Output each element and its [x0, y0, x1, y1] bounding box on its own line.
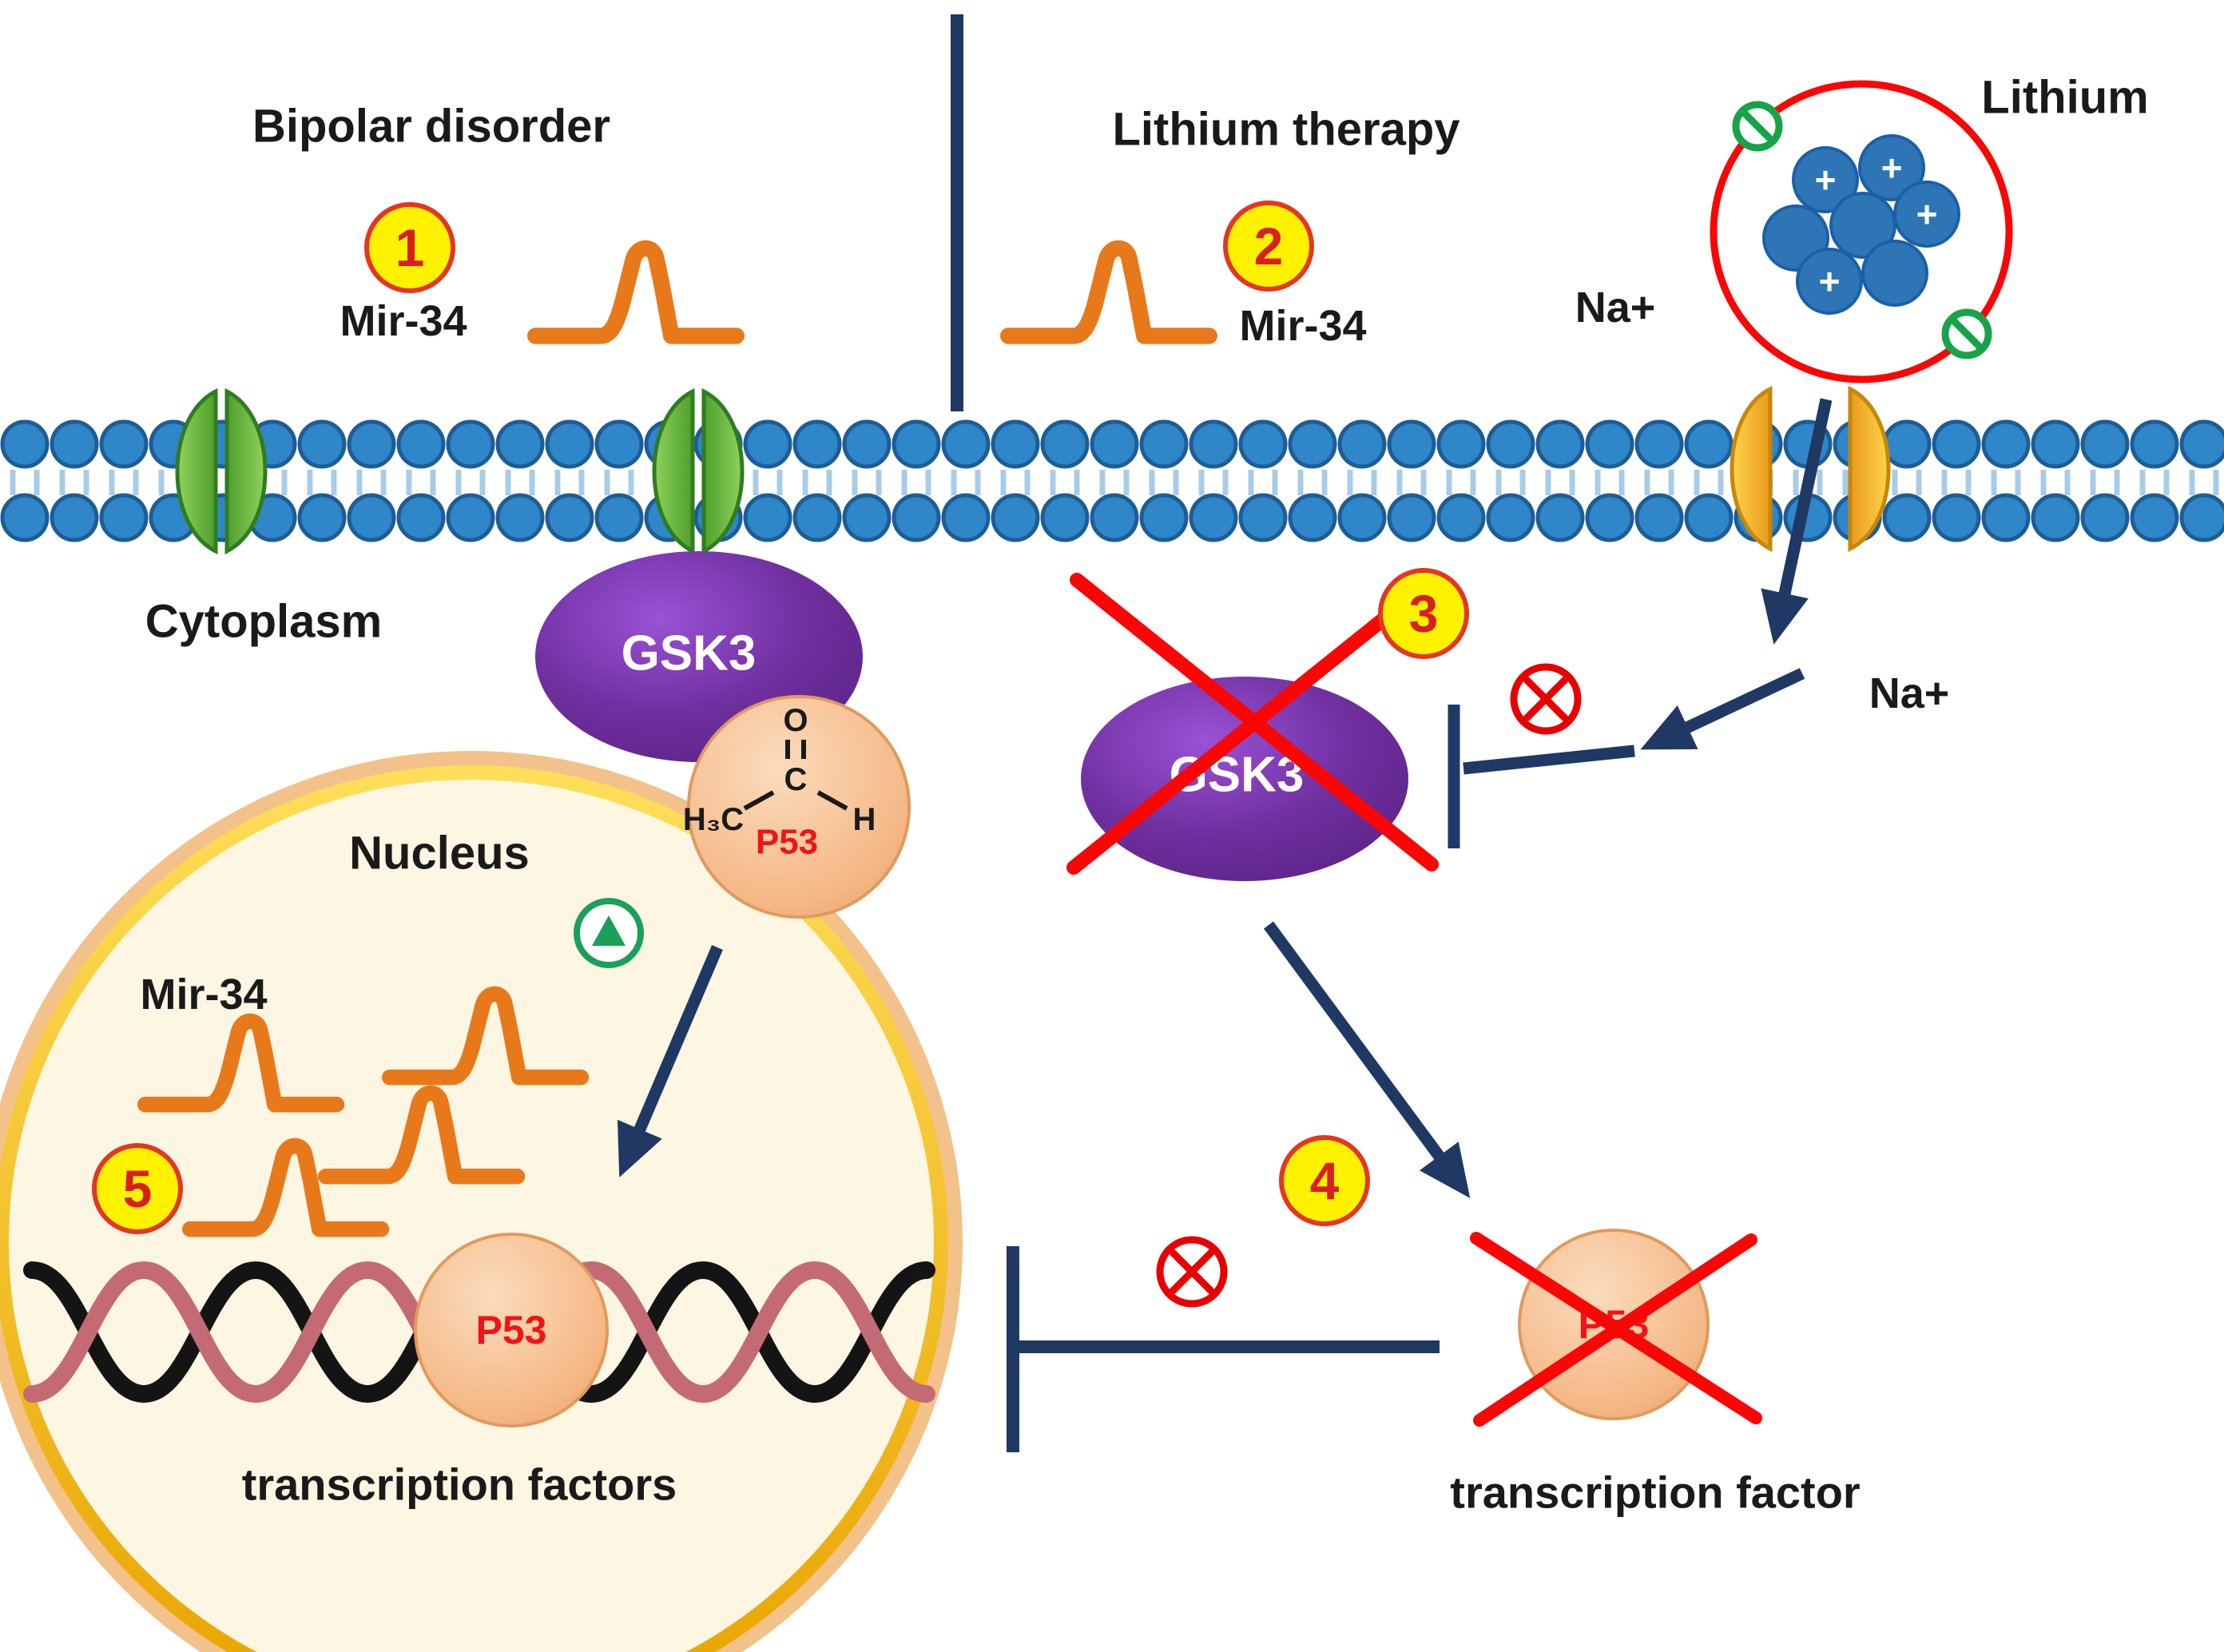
na-top-label: Na+	[1575, 284, 1656, 332]
transcription-factor-caption: transcription factor	[1450, 1467, 1860, 1518]
phospho-p53-complex: O C H₃C H P53	[683, 695, 911, 919]
atom-c: C	[784, 762, 808, 797]
plus-symbol: +	[1916, 193, 1938, 235]
tf-blocked: P53 transcription factor	[1450, 1229, 1861, 1518]
mir34-hairpin-icon	[535, 248, 737, 336]
na-lower-label: Na+	[1869, 669, 1950, 717]
step-badge-4: 4	[1281, 1138, 1368, 1224]
increase-icon	[574, 898, 644, 968]
bipolar-title: Bipolar disorder	[252, 101, 610, 153]
step-number: 2	[1254, 216, 1284, 276]
step-number: 4	[1310, 1151, 1340, 1210]
lithium-ion-cluster: Na+ Lithium + + + +	[1575, 72, 2149, 383]
therapy-title: Lithium therapy	[1112, 104, 1460, 156]
nucleus-gold-ring	[0, 765, 948, 1652]
step-badge-1: 1	[367, 205, 453, 291]
p53-on-dna: P53	[414, 1233, 609, 1428]
transcription-factors-caption: transcription factors	[242, 1459, 677, 1510]
step-number: 1	[395, 218, 425, 277]
lithium-circle	[1710, 80, 2013, 383]
atom-h: H	[853, 802, 876, 837]
step-badge-2: 2	[1225, 203, 1312, 289]
nucleus: Nucleus Mir-34 5 P53 transcription facto…	[0, 751, 963, 1652]
single-bond	[816, 790, 848, 811]
plus-symbol: +	[1819, 260, 1841, 302]
single-bond	[743, 790, 775, 811]
bipolar-disorder-section: Bipolar disorder 1 Mir-34	[252, 101, 737, 345]
gsk3-label: GSK3	[622, 626, 757, 681]
bipolar-mir34-label: Mir-34	[340, 297, 467, 345]
nucleus-mir34-label: Mir-34	[140, 971, 267, 1019]
no-entry-icon	[1736, 105, 1779, 148]
step-number: 3	[1409, 584, 1439, 643]
nucleus-outer-ring	[0, 751, 963, 1652]
plus-symbol: +	[1815, 159, 1837, 201]
no-entry-icon	[1945, 312, 1988, 355]
p53-label: P53	[756, 823, 818, 862]
red-cross-line	[1066, 576, 1436, 875]
gsk3-blocked: GSK3	[1066, 573, 1439, 881]
lipid-bilayer-membrane	[0, 415, 2224, 551]
blocked-icon	[1160, 1240, 1224, 1304]
arrow-lithium-entry	[1761, 398, 1833, 645]
inhibition-tbar-gsk3	[1448, 705, 1635, 848]
p53-label: P53	[476, 1308, 547, 1352]
nucleus-title: Nucleus	[349, 828, 530, 880]
lithium-therapy-section: Lithium therapy 2 Mir-34	[1008, 104, 1460, 350]
atom-o: O	[783, 703, 808, 738]
red-cross-line	[1473, 1233, 1757, 1427]
arrow-gsk3-to-tf	[1263, 921, 1471, 1198]
step-number: 5	[123, 1159, 153, 1218]
cytoplasm-label: Cytoplasm	[145, 596, 383, 648]
lithium-ions: + + + +	[1762, 134, 1960, 315]
lithium-label: Lithium	[1981, 72, 2148, 124]
arrow-into-nucleus	[618, 945, 723, 1177]
p53-complex-circle	[687, 695, 911, 919]
step-badge-3: 3	[1380, 570, 1467, 657]
gsk3-ellipse	[1081, 677, 1408, 881]
atom-h3c: H₃C	[683, 802, 744, 837]
arrow-na-to-gsk3	[1640, 668, 1805, 750]
therapy-mir34-label: Mir-34	[1239, 302, 1366, 350]
plus-symbol: +	[1881, 147, 1903, 189]
step-badge-5: 5	[94, 1146, 181, 1232]
inhibition-tbar-tf	[1007, 1246, 1440, 1452]
blocked-icon	[1514, 667, 1578, 731]
mir34-hairpin-icon	[1008, 248, 1209, 336]
